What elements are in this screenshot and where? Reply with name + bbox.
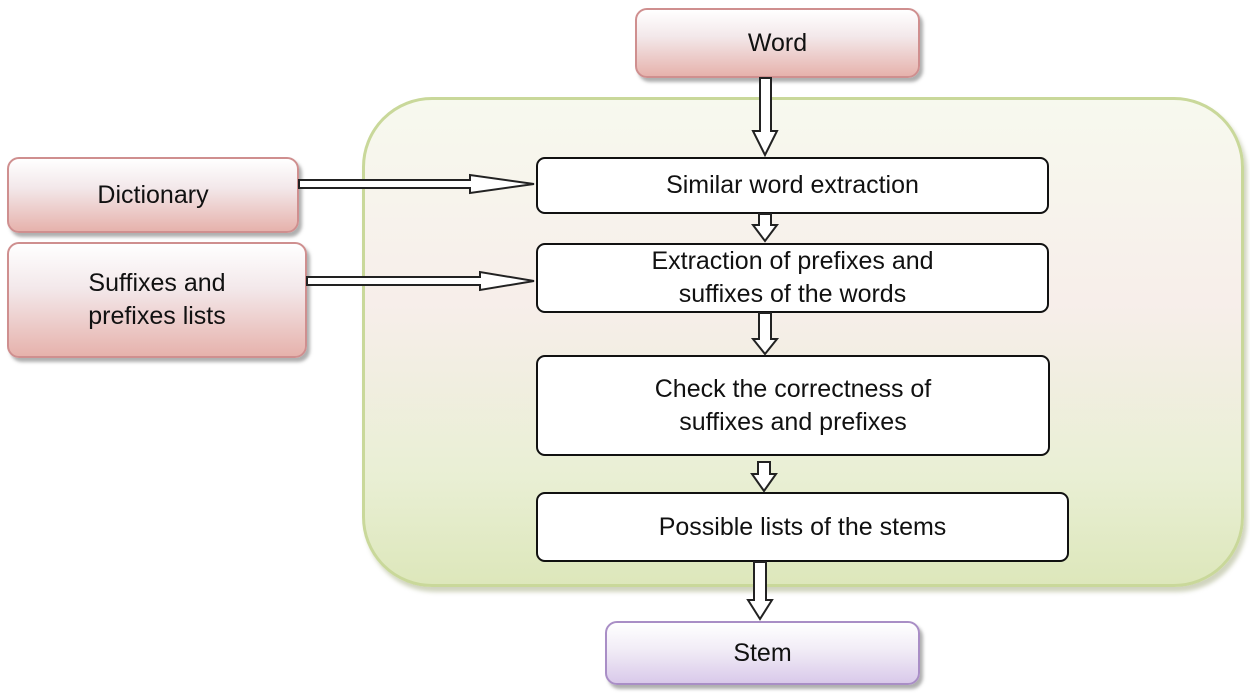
arrow-check-to-possible xyxy=(750,461,778,493)
correctness-check-box: Check the correctness of suffixes and pr… xyxy=(536,355,1050,456)
affix-lists-label: Suffixes and prefixes lists xyxy=(88,269,226,330)
word-input-box: Word xyxy=(635,8,920,78)
arrow-similar-to-extraction xyxy=(751,213,779,243)
arrow-extraction-to-check xyxy=(750,312,780,356)
affix-lists-box: Suffixes and prefixes lists xyxy=(7,242,307,358)
stem-output-box: Stem xyxy=(605,621,920,685)
arrow-dictionary-to-similar xyxy=(298,173,535,195)
affix-extraction-label: Extraction of prefixes and suffixes of t… xyxy=(651,247,934,308)
similar-word-extraction-box: Similar word extraction xyxy=(536,157,1049,214)
arrow-possible-to-stem xyxy=(746,561,774,621)
similar-word-extraction-label: Similar word extraction xyxy=(666,171,919,199)
word-label: Word xyxy=(747,28,808,57)
dictionary-label: Dictionary xyxy=(97,180,209,209)
dictionary-box: Dictionary xyxy=(7,157,299,233)
possible-stems-box: Possible lists of the stems xyxy=(536,492,1069,562)
arrow-word-to-similar xyxy=(751,77,779,158)
stem-label: Stem xyxy=(733,638,792,667)
affix-extraction-box: Extraction of prefixes and suffixes of t… xyxy=(536,243,1049,313)
correctness-check-label: Check the correctness of suffixes and pr… xyxy=(654,374,932,436)
arrow-affix-lists-to-extraction xyxy=(306,270,535,292)
possible-stems-label: Possible lists of the stems xyxy=(658,512,947,541)
